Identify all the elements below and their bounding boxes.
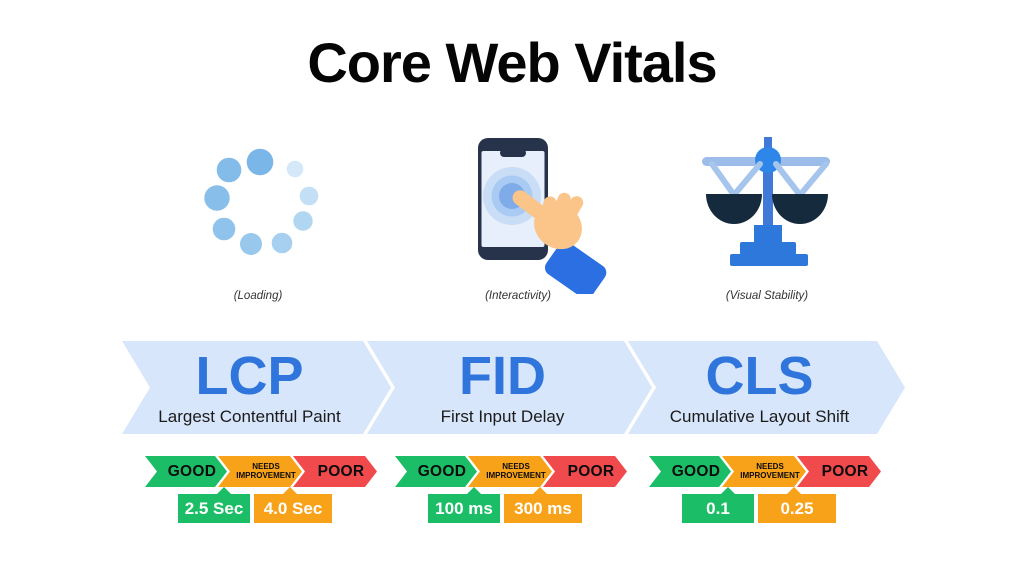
scale-pans bbox=[706, 194, 828, 224]
pointing-hand bbox=[512, 190, 607, 294]
poor-label: POOR bbox=[821, 462, 869, 480]
good-threshold-badge: 2.5 Sec bbox=[178, 494, 250, 523]
needs-improvement-label: NEEDS IMPROVEMENT bbox=[236, 461, 296, 480]
scale-fid: GOOD NEEDS IMPROVEMENT POOR 100 ms 300 m… bbox=[395, 456, 627, 523]
threshold-values: 0.1 0.25 bbox=[649, 494, 881, 523]
poor-threshold-badge: 0.25 bbox=[758, 494, 836, 523]
scale-base bbox=[730, 225, 808, 266]
good-chevron: GOOD bbox=[395, 456, 477, 487]
ribbon-segment-lcp: LCP Largest Contentful Paint bbox=[122, 341, 391, 434]
poor-chevron: POOR bbox=[543, 456, 627, 487]
good-label: GOOD bbox=[417, 462, 467, 480]
scale-lcp: GOOD NEEDS IMPROVEMENT POOR 2.5 Sec 4.0 … bbox=[145, 456, 377, 523]
good-chevron: GOOD bbox=[649, 456, 731, 487]
metric-name-lcp: Largest Contentful Paint bbox=[158, 406, 341, 426]
icon-caption-loading: (Loading) bbox=[233, 290, 283, 302]
scale-cls: GOOD NEEDS IMPROVEMENT POOR 0.1 0.25 bbox=[649, 456, 881, 523]
poor-chevron: POOR bbox=[797, 456, 881, 487]
icon-caption-visual-stability: (Visual Stability) bbox=[725, 290, 809, 302]
metric-abbr-lcp: LCP bbox=[195, 345, 304, 406]
needs-improvement-chevron: NEEDS IMPROVEMENT bbox=[722, 456, 806, 487]
pan-hangers bbox=[709, 161, 829, 198]
rating-chevrons: GOOD NEEDS IMPROVEMENT POOR bbox=[145, 456, 377, 487]
threshold-values: 100 ms 300 ms bbox=[395, 494, 627, 523]
ribbon-segment-cls: CLS Cumulative Layout Shift bbox=[628, 341, 905, 434]
needs-improvement-chevron: NEEDS IMPROVEMENT bbox=[218, 456, 302, 487]
metrics-ribbon: LCP Largest Contentful Paint FID First I… bbox=[122, 341, 905, 434]
rating-chevrons: GOOD NEEDS IMPROVEMENT POOR bbox=[395, 456, 627, 487]
icon-caption-interactivity: (Interactivity) bbox=[485, 290, 551, 302]
rating-chevrons: GOOD NEEDS IMPROVEMENT POOR bbox=[649, 456, 881, 487]
good-label: GOOD bbox=[167, 462, 217, 480]
poor-label: POOR bbox=[567, 462, 615, 480]
page-title: Core Web Vitals bbox=[307, 31, 717, 94]
loading-spinner-icon bbox=[204, 148, 319, 255]
good-threshold-badge: 0.1 bbox=[682, 494, 754, 523]
poor-chevron: POOR bbox=[293, 456, 377, 487]
metric-name-fid: First Input Delay bbox=[440, 406, 565, 426]
poor-threshold-badge: 4.0 Sec bbox=[254, 494, 332, 523]
needs-improvement-label: NEEDS IMPROVEMENT bbox=[486, 461, 546, 480]
metric-abbr-cls: CLS bbox=[705, 345, 814, 406]
threshold-values: 2.5 Sec 4.0 Sec bbox=[145, 494, 377, 523]
poor-threshold-badge: 300 ms bbox=[504, 494, 582, 523]
needs-improvement-label: NEEDS IMPROVEMENT bbox=[740, 461, 800, 480]
poor-label: POOR bbox=[317, 462, 365, 480]
balance-scale-icon bbox=[702, 137, 830, 266]
metric-abbr-fid: FID bbox=[459, 345, 546, 406]
phone-touch-icon bbox=[478, 138, 607, 294]
needs-improvement-chevron: NEEDS IMPROVEMENT bbox=[468, 456, 552, 487]
good-chevron: GOOD bbox=[145, 456, 227, 487]
good-label: GOOD bbox=[671, 462, 721, 480]
metric-name-cls: Cumulative Layout Shift bbox=[669, 406, 850, 426]
good-threshold-badge: 100 ms bbox=[428, 494, 500, 523]
ribbon-segment-fid: FID First Input Delay bbox=[367, 341, 652, 434]
